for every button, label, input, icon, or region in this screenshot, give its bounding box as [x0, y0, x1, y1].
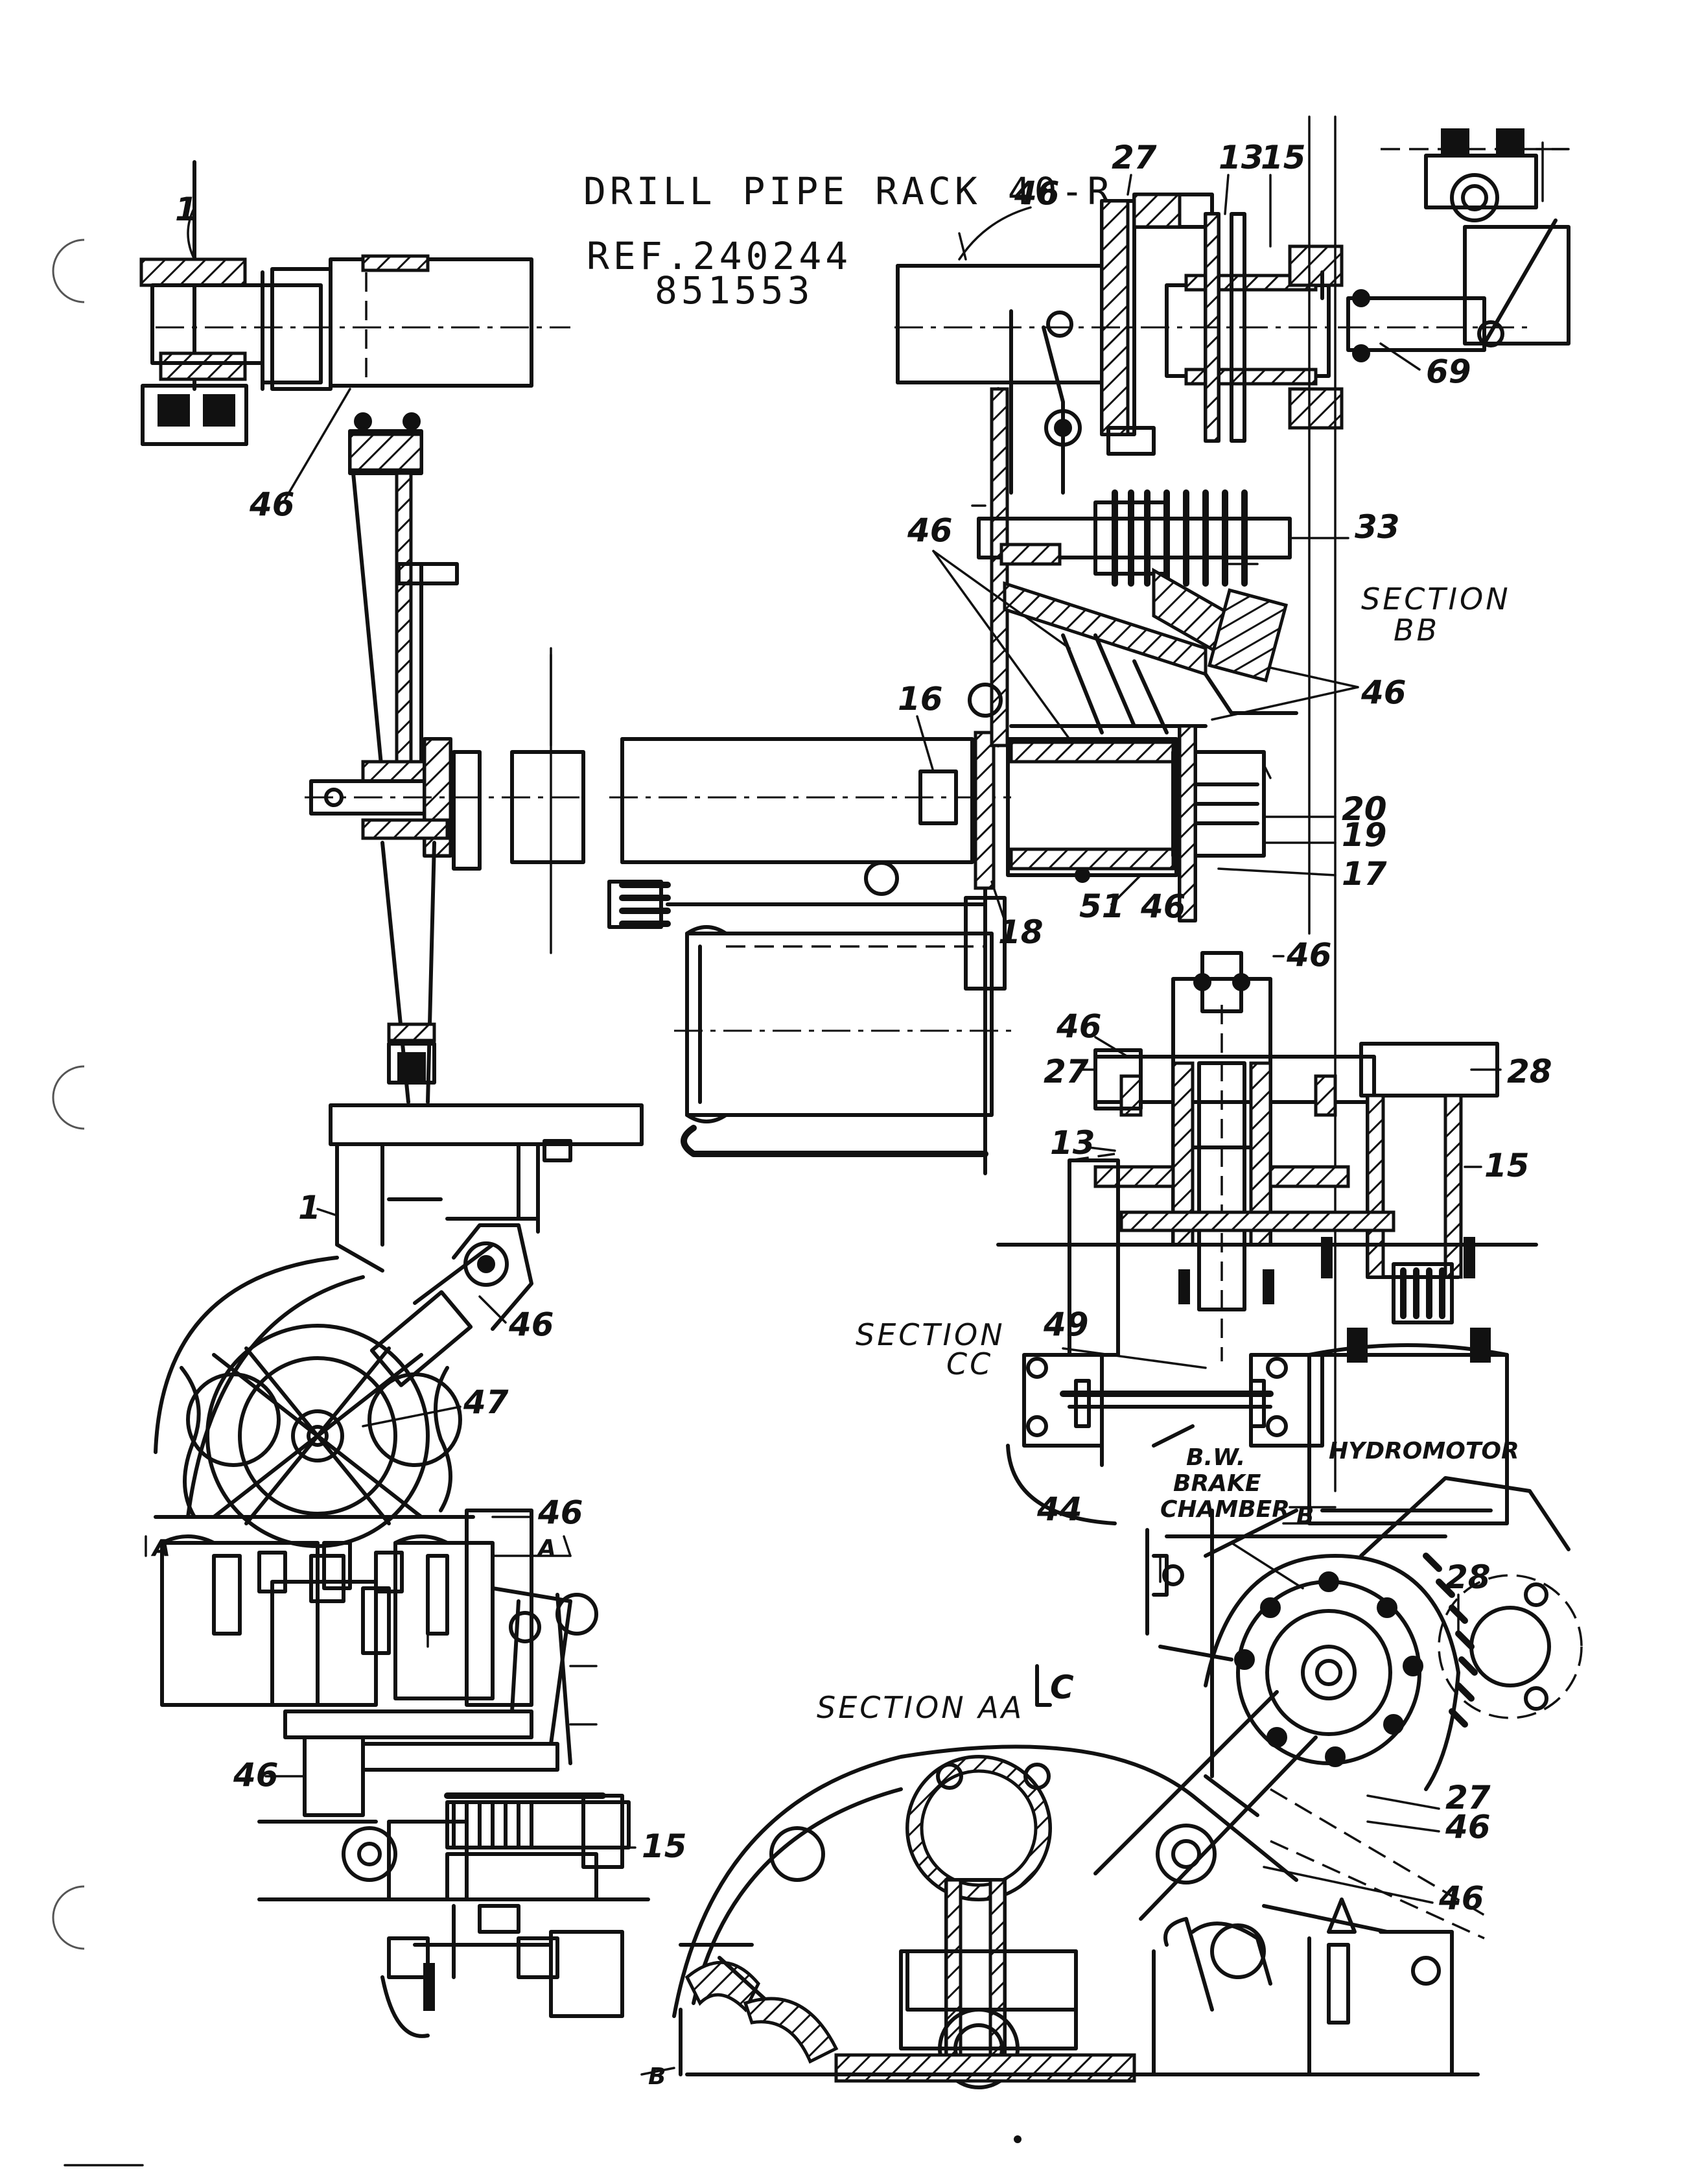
brake-label-3: CHAMBER	[1160, 1496, 1290, 1523]
section-aa-drive: SECTION AA C 28 27 46 46 B B	[640, 1476, 1583, 2090]
part-label-46-cc-top: 46	[1286, 936, 1332, 974]
part-label-20: 20	[1342, 790, 1387, 828]
title-block: DRILL PIPE RACK 40-R REF.240244 851553	[583, 169, 1114, 312]
section-cc-label-1: SECTION	[856, 1317, 1005, 1352]
part-label-15-lower: 15	[642, 1827, 687, 1865]
mid-left-rack-view: 1 46 47	[154, 1103, 644, 1548]
part-label-46-frame: 46	[907, 511, 953, 549]
section-bb-label-2: BB	[1394, 613, 1440, 648]
part-label-16: 16	[898, 680, 943, 718]
part-label-46-mid: 46	[508, 1306, 554, 1343]
reference-number-1: REF.240244	[587, 234, 852, 278]
part-label-27-aa: 27	[1445, 1779, 1491, 1816]
part-label-13-cc: 13	[1050, 1124, 1095, 1162]
part-label-49: 49	[1043, 1306, 1089, 1343]
section-cc-label-2: CC	[946, 1346, 993, 1381]
part-label-44: 44	[1036, 1490, 1082, 1528]
brake-label-1: B.W.	[1186, 1444, 1245, 1471]
frame-spring-assembly	[968, 387, 1298, 922]
part-label-1-mid: 1	[298, 1189, 321, 1227]
part-label-28-cc: 28	[1507, 1053, 1552, 1090]
drawing-title: DRILL PIPE RACK 40-R	[583, 169, 1114, 213]
part-label-46-aa-2: 46	[1438, 1879, 1484, 1917]
margin-marks	[64, 653, 1022, 2166]
part-callouts: 27 13 15 46 69 33 46 46 16 20 19 17 51 4…	[898, 139, 1552, 1528]
main-pipe-assembly	[607, 731, 1011, 1175]
section-bb-label-1: SECTION	[1361, 581, 1511, 616]
vertical-arm-assembly	[305, 412, 585, 1104]
top-right-hub-assembly	[894, 115, 1570, 1492]
section-c-marker: C	[1050, 1669, 1074, 1706]
part-label-18: 18	[998, 913, 1044, 951]
binder-holes	[52, 239, 85, 1950]
part-label-13-top: 13	[1219, 139, 1264, 176]
part-label-15-cc: 15	[1484, 1147, 1530, 1184]
part-label-46-bb: 46	[1360, 674, 1407, 711]
part-label-27-top: 27	[1112, 139, 1157, 176]
top-left-pipe-detail: 1 46	[139, 160, 570, 523]
part-label-33: 33	[1355, 508, 1400, 546]
part-label-46-top-left: 46	[249, 486, 295, 523]
section-aa-title: SECTION AA	[817, 1690, 1024, 1725]
part-label-46-top-pipe: 46	[1014, 174, 1060, 212]
lower-left-side-view: A A 46 46 15	[145, 1494, 687, 2038]
part-label-17: 17	[1342, 855, 1387, 893]
part-label-46-shaft: 46	[1140, 887, 1186, 925]
part-label-46-lower-left: 46	[233, 1756, 279, 1794]
reference-number-2: 851553	[655, 268, 814, 312]
section-a-marker-left: A	[150, 1535, 170, 1562]
section-cc-gearbox: HYDROMOTOR B.W. BRAKE CHAMBER	[996, 951, 1538, 1525]
hydromotor-label: HYDROMOTOR	[1329, 1438, 1519, 1464]
part-label-1-top: 1	[175, 191, 198, 228]
part-label-69: 69	[1426, 353, 1471, 390]
section-b-marker-bottom: B	[648, 2063, 666, 2090]
part-label-46-cc-left: 46	[1056, 1007, 1102, 1045]
part-label-27-cc: 27	[1044, 1053, 1089, 1090]
brake-label-2: BRAKE	[1173, 1470, 1261, 1497]
section-labels: SECTION BB SECTION CC	[856, 581, 1511, 1381]
part-label-28-aa: 28	[1445, 1558, 1491, 1596]
part-label-51: 51	[1079, 887, 1125, 925]
part-label-19: 19	[1342, 816, 1387, 854]
part-label-46-aa-1: 46	[1445, 1808, 1491, 1846]
part-label-15-top: 15	[1261, 139, 1306, 176]
part-label-46-lower: 46	[537, 1494, 583, 1531]
section-a-marker-right: A	[536, 1535, 556, 1562]
part-label-47: 47	[463, 1383, 509, 1421]
